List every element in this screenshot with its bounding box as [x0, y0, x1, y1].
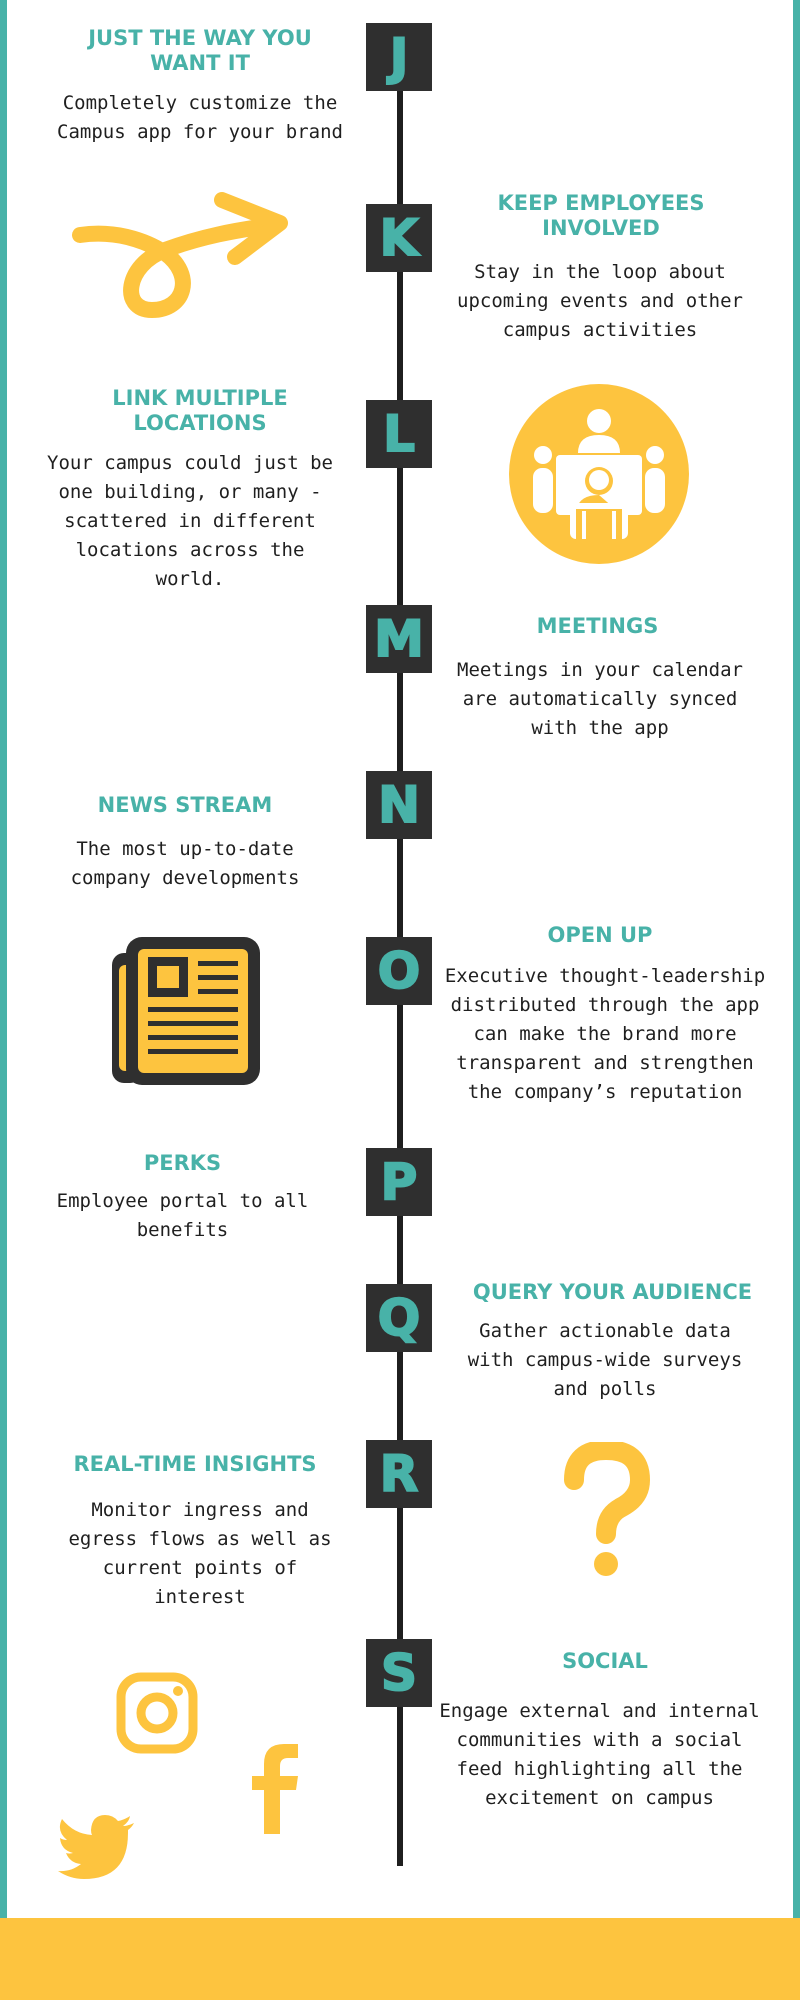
- letter-badge-r: R: [366, 1440, 432, 1508]
- item-title-j: JUST THE WAY YOU WANT IT: [88, 26, 312, 75]
- item-desc-o: Executive thought-leadership distributed…: [444, 965, 766, 1103]
- newspaper-icon: [112, 937, 260, 1085]
- letter-badge-o: O: [366, 937, 432, 1005]
- item-title-q: QUERY YOUR AUDIENCE: [472, 1280, 753, 1304]
- letter-badge-q: Q: [366, 1284, 432, 1352]
- item-desc-j: Completely customize the Campus app for …: [57, 92, 343, 143]
- item-desc-k: Stay in the loop about upcoming events a…: [457, 261, 743, 341]
- item-desc-q: Gather actionable data with campus-wide …: [467, 1320, 743, 1400]
- question-mark-icon: [564, 1442, 651, 1576]
- item-title-n: NEWS STREAM: [97, 793, 273, 817]
- curly-arrow-icon: [72, 192, 288, 319]
- instagram-icon: [116, 1672, 198, 1754]
- right-border: [793, 0, 800, 1918]
- item-title-m: MEETINGS: [536, 614, 659, 638]
- twitter-icon: [58, 1815, 134, 1879]
- left-border: [0, 0, 7, 1918]
- letter-badge-j: J: [366, 23, 432, 91]
- item-desc-s: Engage external and internal communities…: [439, 1700, 760, 1809]
- item-desc-r: Monitor ingress and egress flows as well…: [68, 1499, 332, 1608]
- meeting-table-icon: [509, 384, 689, 564]
- item-desc-l: Your campus could just be one building, …: [47, 452, 333, 590]
- item-title-p: PERKS: [143, 1151, 222, 1175]
- facebook-icon: [252, 1744, 298, 1834]
- letter-badge-m: M: [366, 605, 432, 673]
- letter-badge-p: P: [366, 1148, 432, 1216]
- letter-badge-l: L: [366, 400, 432, 468]
- item-title-r: REAL-TIME INSIGHTS: [73, 1452, 317, 1476]
- letter-badge-s: S: [366, 1639, 432, 1707]
- footer-band: [0, 1918, 800, 2000]
- item-title-k: KEEP EMPLOYEES INVOLVED: [497, 191, 705, 240]
- item-desc-p: Employee portal to all benefits: [56, 1190, 309, 1241]
- item-desc-m: Meetings in your calendar are automatica…: [457, 659, 743, 739]
- letter-badge-n: N: [366, 771, 432, 839]
- item-title-l: LINK MULTIPLE LOCATIONS: [112, 386, 288, 435]
- letter-badge-k: K: [366, 204, 432, 272]
- item-title-s: SOCIAL: [562, 1649, 648, 1673]
- item-title-o: OPEN UP: [547, 923, 653, 947]
- item-desc-n: The most up-to-date company developments: [70, 838, 300, 889]
